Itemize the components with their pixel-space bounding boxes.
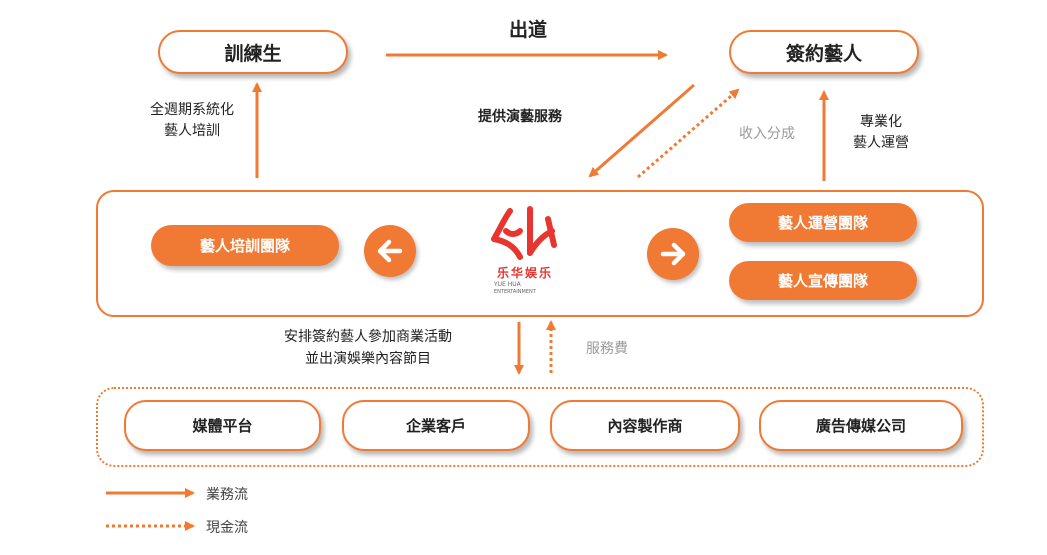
legend-cash-label: 現金流 — [206, 520, 248, 536]
revenue-share-label: 收入分成 — [739, 126, 795, 142]
left-arrow-button — [364, 225, 416, 277]
training-team-label: 藝人培訓團隊 — [199, 237, 290, 255]
publicity-team-label: 藝人宣傳團隊 — [777, 272, 868, 290]
customer-box-4: 廣告傳媒公司 — [759, 400, 963, 451]
trainee-box: 訓練生 — [158, 30, 348, 74]
company-frame — [96, 190, 984, 317]
arrow-left-icon — [377, 239, 403, 263]
training-label-line1: 全週期系統化 — [150, 102, 234, 118]
training-team-pill: 藝人培訓團隊 — [151, 225, 339, 266]
provide-services-label: 提供演藝服務 — [478, 109, 562, 125]
signed-artist-box: 簽約藝人 — [729, 30, 919, 74]
customer-box-2: 企業客戶 — [342, 400, 530, 451]
right-arrow-button — [647, 228, 699, 280]
training-label-line2: 藝人培訓 — [164, 123, 220, 139]
customer-label-4: 廣告傳媒公司 — [815, 417, 906, 435]
signed-artist-label: 簽約藝人 — [785, 42, 862, 65]
arrow-right-icon — [660, 242, 686, 266]
revenue-share-arrow — [637, 88, 740, 179]
logo-cn-text: 乐华娱乐 — [496, 266, 553, 280]
customer-box-1: 媒體平台 — [124, 400, 321, 451]
trainee-label: 訓練生 — [224, 42, 282, 65]
customer-box-3: 內容製作商 — [550, 400, 740, 451]
publicity-team-pill: 藝人宣傳團隊 — [729, 261, 917, 300]
pro-label-line1: 專業化 — [860, 114, 902, 130]
operation-team-pill: 藝人運營團隊 — [729, 203, 917, 242]
service-fee-label: 服務費 — [586, 341, 628, 357]
debut-label: 出道 — [508, 19, 547, 41]
services-arrow — [588, 83, 695, 178]
customer-frame — [96, 387, 984, 467]
customer-label-3: 內容製作商 — [607, 417, 683, 435]
logo-sub-text: ENTERTAINMENT — [494, 289, 536, 295]
arrange-label-line2: 並出演娛樂內容節目 — [305, 351, 431, 367]
arrange-label-line1: 安排簽約藝人參加商業活動 — [284, 329, 452, 345]
pro-label-line2: 藝人運營 — [853, 135, 909, 151]
operation-team-label: 藝人運營團隊 — [777, 214, 868, 232]
customer-label-2: 企業客戶 — [405, 417, 466, 435]
legend-business-label: 業務流 — [206, 487, 248, 503]
yuehua-logo-mark — [491, 206, 557, 260]
yuehua-logo: 乐华娱乐 YUE HUA ENTERTAINMENT — [480, 205, 570, 305]
customer-label-1: 媒體平台 — [192, 417, 253, 435]
logo-en-text: YUE HUA — [494, 281, 521, 288]
